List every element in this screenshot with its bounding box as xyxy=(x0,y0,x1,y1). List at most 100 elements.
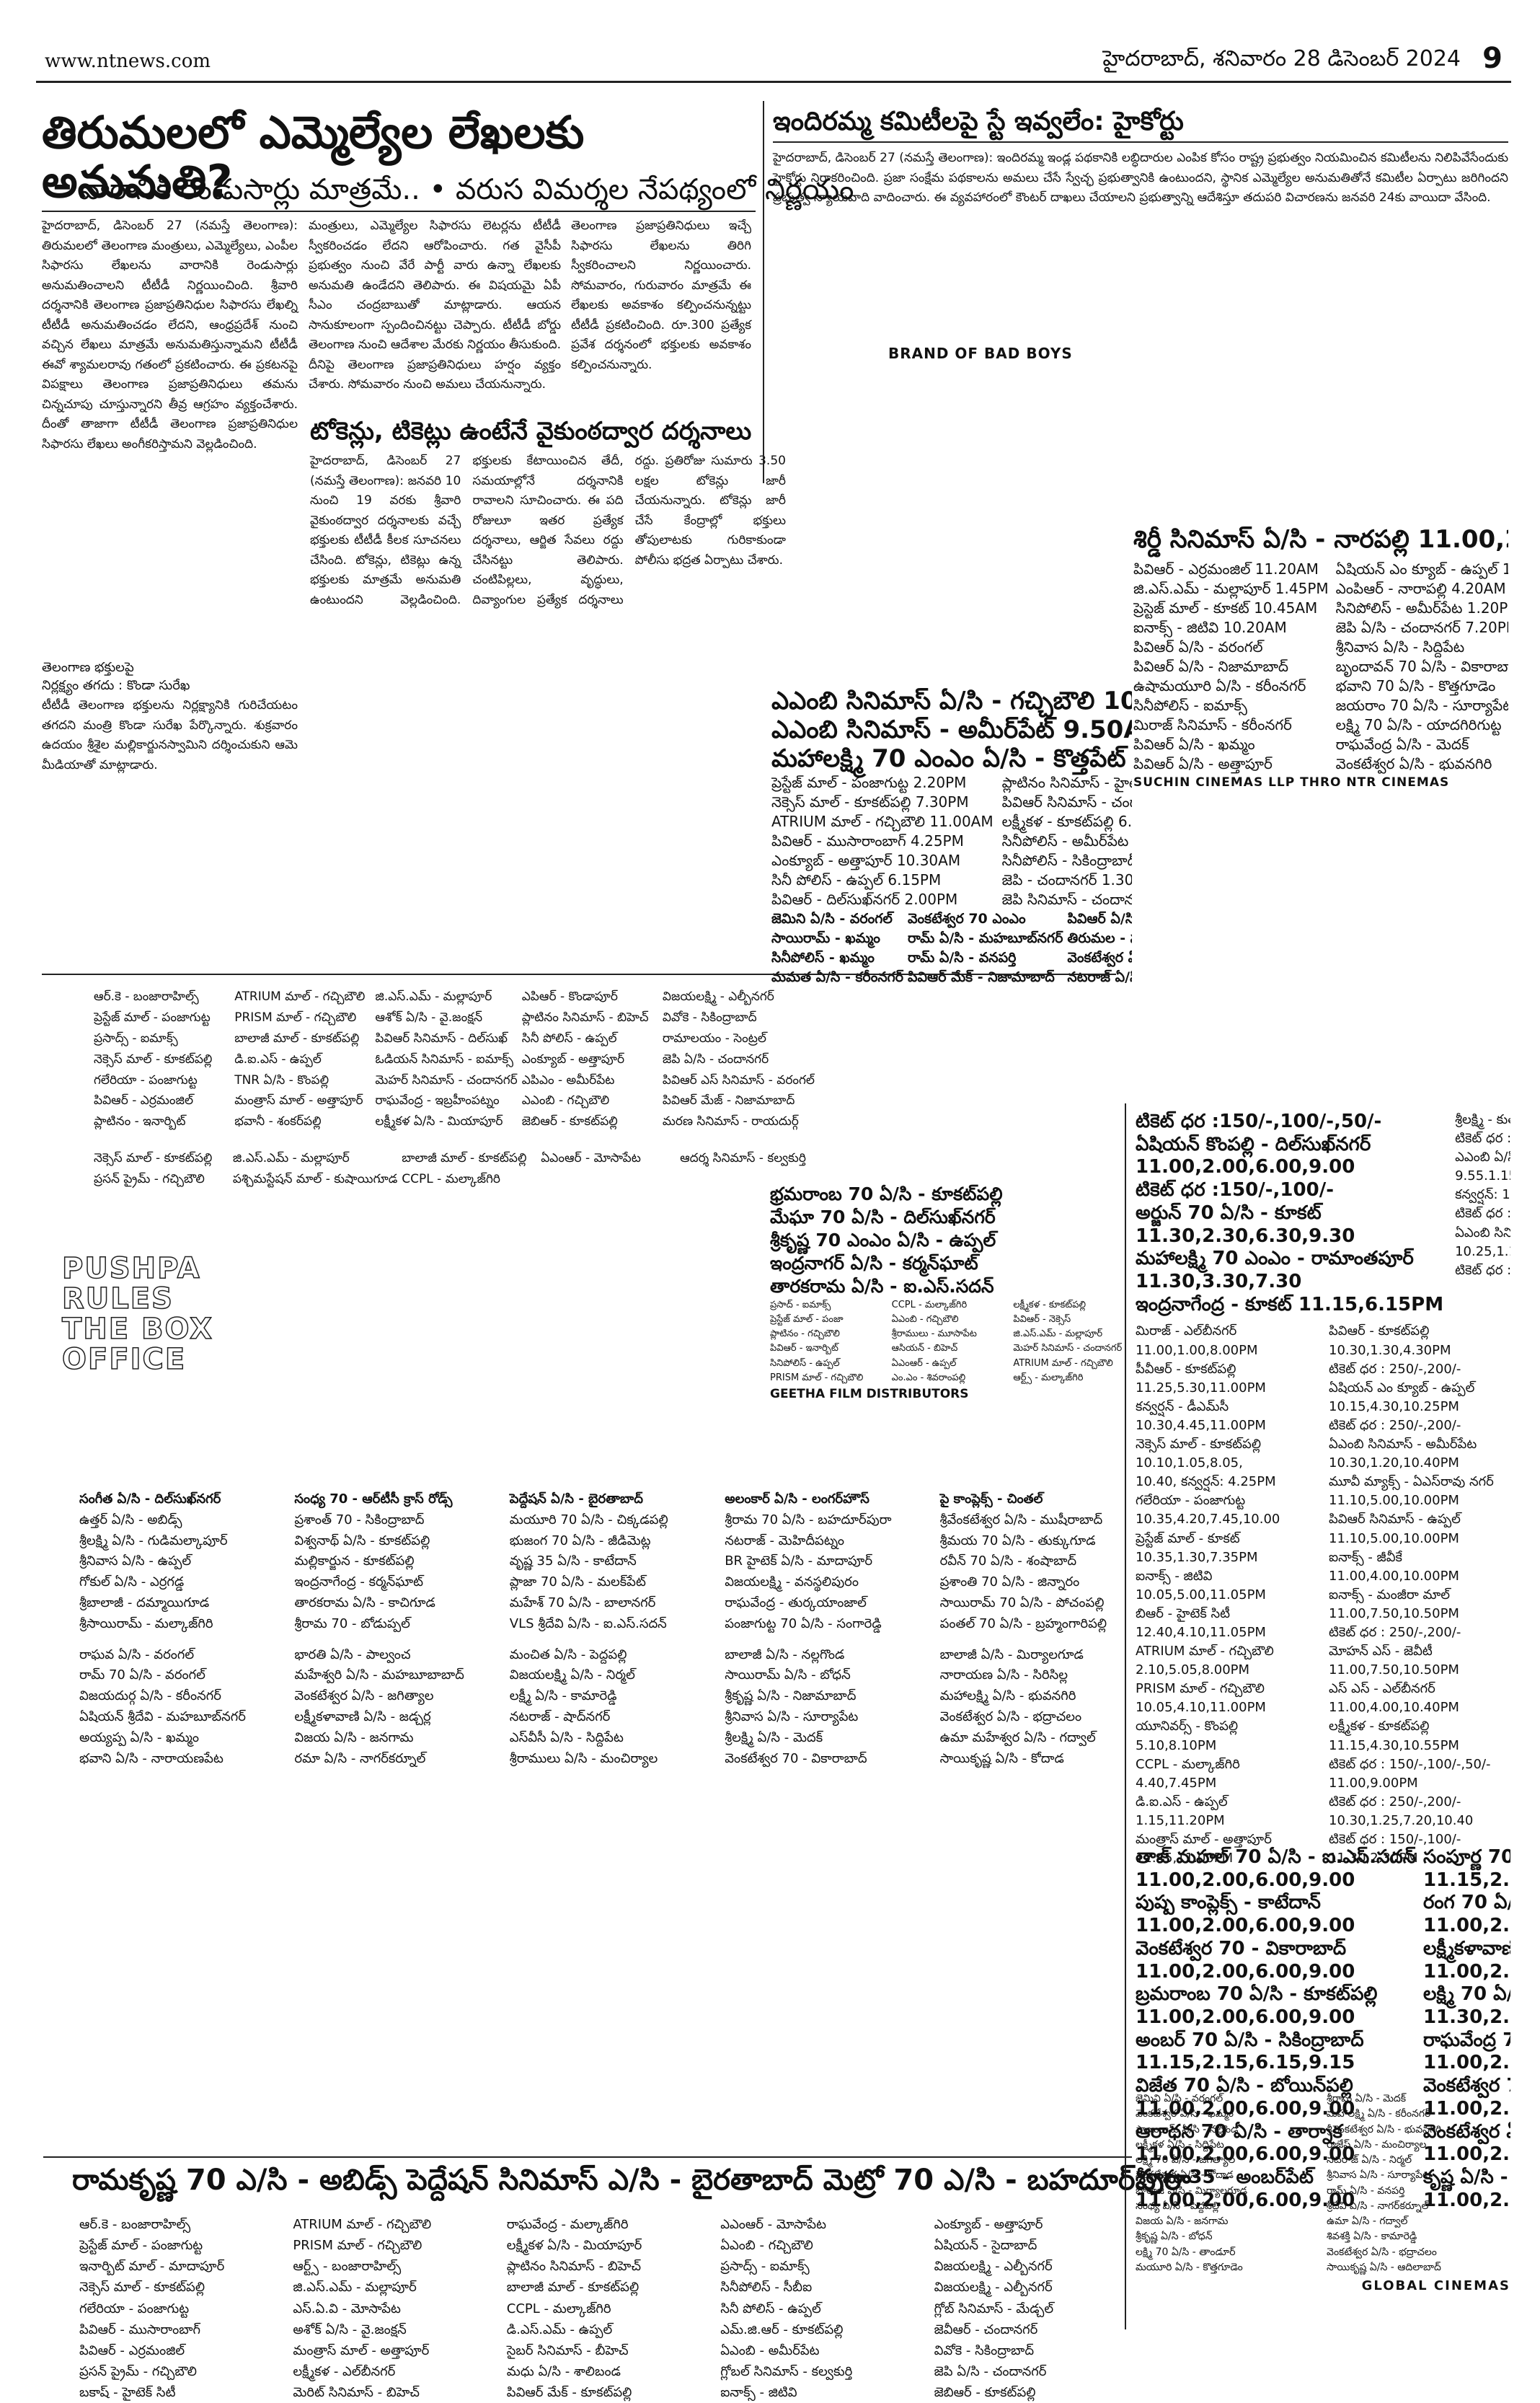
list-item: ప్రెస్టేజ్ మాల్ - పంజాగుట్ట xyxy=(94,1010,211,1025)
list-item: VLS శ్రీదేవి ఏ/సి - ఐ.ఎస్.సదన్ xyxy=(509,1615,667,1631)
list-item: CCPL - మల్కాజ్‌గిరి xyxy=(891,1300,968,1310)
list-item: 11.00,4.00,10.00PM xyxy=(1329,1568,1459,1584)
article1-col2: మంత్రులు, ఎమ్మెల్యేల సిఫారసు లెటర్లను టీ… xyxy=(309,219,561,392)
list-item: రామ్ ఏ/సి - వనపర్తి xyxy=(908,950,1017,966)
list-item: టికెట్ ధర :150/-,100/-,50/- xyxy=(1136,1111,1382,1132)
list-item: శ్రీకృష్ణ 70 ఎంఎం ఏ/సి - ఉప్పల్ xyxy=(770,1230,996,1251)
list-item: ఎంక్యూబ్ - అత్తాపూర్ xyxy=(934,2217,1043,2232)
list-item: 11.00,2.00,6.00,9.00 xyxy=(1422,1960,1510,1983)
article1-col1: హైదరాబాద్, డిసెంబర్ 27 (నమస్తే తెలంగాణ):… xyxy=(42,219,298,451)
list-item: 11.30,2.30PM xyxy=(1329,1851,1418,1866)
list-item: ఎస్‌వీసీ ఏ/సి - సిద్దిపేట xyxy=(509,1729,624,1745)
list-item: 12.40,4.10,11.05PM xyxy=(1136,1624,1266,1640)
list-item: టికెట్ ధర : 250/-,200/- xyxy=(1329,1794,1461,1809)
list-item: ఇంద్రనాగేంద్ర - కర్మన్‌ఘాట్ xyxy=(294,1574,424,1590)
list-item: 10.05,4.10,11.00PM xyxy=(1136,1700,1266,1716)
list-item: BR హైటెక్ ఏ/సి - మాదాపూర్ xyxy=(725,1553,873,1569)
list-item: పివిఆర్ సినిమాస్ - దిల్‌సుఖ్ xyxy=(375,1031,508,1046)
list-item: పివిఆర్ - కూకట్‌పల్లి xyxy=(1329,1323,1430,1339)
list-item: నటరాజ్ - షాద్‌నగర్ xyxy=(509,1708,611,1724)
list-item: CCPL - మల్కాజ్‌గిరి xyxy=(506,2301,611,2316)
list-item: ఏషియన్ శ్రీదేవి - మహబూబ్‌నగర్ xyxy=(79,1708,246,1724)
list-item: అయ్యప్ప ఏ/సి - ఖమ్మం xyxy=(79,1729,200,1745)
list-item: శ్రీబాలాజీ - దమ్మాయిగూడ xyxy=(79,1595,210,1610)
list-item: 11.00,4.00,10.40PM xyxy=(1329,1700,1459,1716)
list-item: 10.35,1.30,7.35PM xyxy=(1136,1549,1258,1565)
list-item: మయూరి 70 ఏ/సి - చిక్కడపల్లి xyxy=(509,1512,668,1527)
list-item: జయరాం 70 ఏ/సి - సూర్యాపేట xyxy=(1335,697,1508,714)
article2-body: హైదరాబాద్, డిసెంబర్ 27 (నమస్తే తెలంగాణ):… xyxy=(773,151,1508,206)
list-item: PRISM మాల్ - గచ్చిబౌలి xyxy=(234,1010,357,1025)
list-item: లక్ష్మీకళ ఏ/సి - మియాపూర్ xyxy=(506,2238,642,2254)
list-item: పివిఆర్ - దిల్‌సుఖ్‌నగర్ 2.00PM xyxy=(771,891,958,909)
list-item: వృష్ణ 35 ఏ/సి - కాటేదాన్ xyxy=(509,1553,637,1569)
list-item: బ్రమరాంబ 70 ఏ/సి - కూకట్‌పల్లి xyxy=(1136,1983,1378,2006)
list-item: పివిఆర్ - ఎర్రమంజిల్ xyxy=(94,1093,194,1108)
list-item: బాలాజీ ఏ/సి - మిర్యాలగూడ xyxy=(939,1646,1084,1662)
list-item: లక్ష్మీకళావాణి ఏ/సి - జడ్చర్ల xyxy=(294,1708,431,1724)
list-item: మంచిత ఏ/సి - పెద్దపల్లి xyxy=(509,1646,627,1662)
list-item: ఎంక్యూబ్ - అత్తాపూర్ 10.30AM xyxy=(771,852,961,870)
ad-showtimes-col1: తాజ్ మహల్ 70 ఏ/సి - ఐ.ఎస్.సదన్11.00,2.00… xyxy=(1136,1846,1416,2213)
list-item: THE BOX xyxy=(61,1313,213,1346)
list-item: ఆదర్శ సినిమాస్ - కల్వకుర్తి xyxy=(680,1151,806,1166)
list-item: ప్రసాద్ - ఐమాక్స్ xyxy=(770,1300,831,1310)
list-item: సంధ్య 70 - ఆర్‌టీసీ క్రాస్ రోడ్స్ xyxy=(294,1491,453,1507)
list-item: 11.25,5.30,11.00PM xyxy=(1136,1380,1266,1395)
list-item: శ్రీలక్ష్మి ఏ/సి - మెదక్ xyxy=(725,1729,823,1745)
list-item: సినిపోలిస్ - అమీర్‌పేట 1.20PM xyxy=(1335,599,1508,617)
list-item: వెంకటేశ్వర 70 - వికారాబాద్ xyxy=(725,1750,867,1766)
list-item: ఏఎంఆర్ - మోసాపేట xyxy=(541,1151,641,1166)
list-item: ప్రసాద్స్ - ఐమాక్స్ xyxy=(720,2259,810,2275)
list-item: 12.45,11.00PM xyxy=(1136,1851,1234,1866)
list-item: జి.ఎస్.ఎమ్ - మల్లాపూర్ xyxy=(375,989,492,1004)
list-item: శ్రీరామ 70 ఏ/సి - బహదూర్‌పురా xyxy=(725,1512,892,1527)
list-item: పివిఆర్ ఏ/సి - ఖమ్మం xyxy=(1133,736,1255,753)
divider-vertical-2 xyxy=(1125,1103,1126,2329)
list-item: బాలాజీ ఏ/సి - మిర్యాలగూడ xyxy=(1136,2184,1247,2197)
list-item: వెంకటేశ్వర ఏ/సి - భద్రాచలం xyxy=(939,1708,1082,1724)
list-item: సంపూర్ణ 70 ఏ/సి - మల్కాజ్‌గిరి xyxy=(1422,1846,1510,1868)
list-item: 11.00,2.00,6.00,9.00 xyxy=(1136,2189,1355,2211)
list-item: 10.15,4.30,10.25PM xyxy=(1329,1398,1459,1414)
list-item: సినీపోలిస్ - సికింద్రాబాద్ 7.45PM xyxy=(1001,852,1132,870)
list-item: వెంకటేశ్వర ఏ/సి - కీసర xyxy=(1422,2120,1510,2143)
list-item: నెక్సెస్ మాల్ - కూకట్‌పల్లి 7.30PM xyxy=(771,793,969,811)
list-item: ఏఎంఆర్ - ఉప్పల్ xyxy=(891,1357,957,1369)
list-item: భుజంగ 70 ఏ/సి - జీడిమెట్ల xyxy=(509,1533,651,1548)
list-item: 11.30,2.30,6.30,9.30 xyxy=(1422,2006,1510,2029)
list-item: 11.00,2.00,6.00,9.00 xyxy=(1136,1156,1355,1178)
list-item: మరణ సినిమాస్ - రాయదుర్గ్ xyxy=(662,1114,799,1129)
list-item: ప్రెస్టేజ్ మాల్ - కూకట్ xyxy=(1136,1530,1240,1546)
list-item: ఐనాక్స్ - జిటివి xyxy=(1136,1568,1213,1584)
list-item: రాఘవేంద్ర - ఇబ్రహీంపట్నం xyxy=(375,1093,500,1108)
list-item: 11.00,2.00,6.00,9.00 xyxy=(1136,2143,1355,2166)
list-item: మధు ఏ/సి - శాలిబండ xyxy=(506,2364,621,2380)
list-item: శ్రీవెంకటేశ్వర ఏ/సి - భువనగిరి xyxy=(1327,2123,1442,2135)
list-item: 11.00,2.00,6.00,9.00 xyxy=(1136,1869,1355,1891)
list-item xyxy=(541,1169,676,1190)
list-item: ఎఎంబి సినిమాస్ ఏ/సి - గచ్చిబౌలి 10.15AM xyxy=(771,687,1132,715)
list-item: విజయదుర్గ ఏ/సి - కరీంనగర్ xyxy=(79,1688,221,1704)
list-item: 11.00,9.00PM xyxy=(1329,1775,1418,1791)
article3-body: హైదరాబాద్, డిసెంబర్ 27 (నమస్తే తెలంగాణ):… xyxy=(310,454,786,607)
list-item: బాలాజీ ఏ/సి - నల్లగొండ xyxy=(725,1646,845,1662)
list-item: శ్రీరామ ఏ/సి - మెదక్ xyxy=(1327,2093,1407,2104)
list-item: ఆరాధన 70 ఏ/సి - తార్నాక xyxy=(1136,2120,1342,2143)
list-item: ప్రసన్ ప్రైమ్ - గచ్చిబౌలి xyxy=(79,2364,197,2380)
list-item: 1.15,11.20PM xyxy=(1136,1812,1225,1828)
article1-headline: తిరుమలలో ఎమ్మెల్యేల లేఖలకు అనుమతి? xyxy=(42,106,585,208)
list-item: 10.30,4.45,11.00PM xyxy=(1136,1417,1266,1433)
list-item: 11.15,2.15,6.15,9.15 xyxy=(1136,2052,1355,2074)
list-item: ఆర్.కె - బంజారాహిల్స్ xyxy=(79,2217,191,2232)
list-item: CCPL - మల్కాజ్‌గిరి xyxy=(402,1172,500,1187)
sidebar-heading-2: నిర్లక్ష్యం తగదు : కొండా సురేఖ xyxy=(42,678,190,693)
list-item: 11.00,2.00,6.00,9.00 xyxy=(1136,1960,1355,1983)
list-item: ఐనాక్స్ - జిటివి xyxy=(720,2385,797,2401)
article2-rule xyxy=(773,141,1508,143)
list-item: తారకరామ ఏ/సి - ఐ.ఎస్.సదన్ xyxy=(770,1276,994,1297)
list-item: మంత్రాస్ మాల్ - అత్తాపూర్ xyxy=(293,2342,430,2358)
